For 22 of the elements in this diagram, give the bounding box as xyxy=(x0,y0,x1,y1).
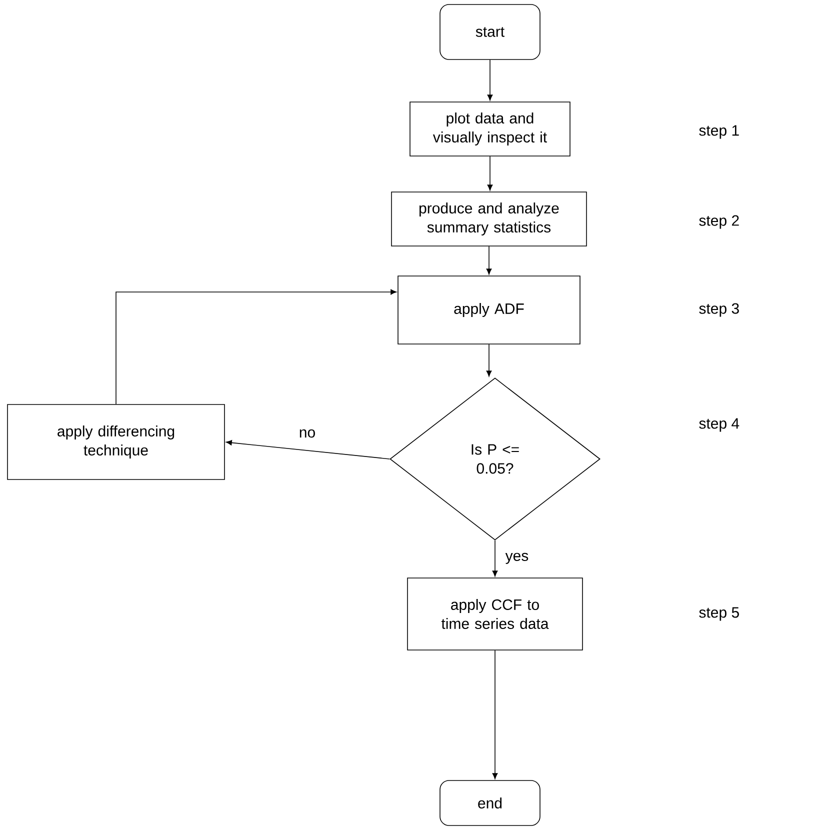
step-label: step 2 xyxy=(699,215,739,229)
process-box: produce and analyze summary statistics xyxy=(391,192,587,246)
arrow xyxy=(492,650,498,780)
step-label: step 3 xyxy=(699,303,739,317)
edge-label: yes xyxy=(505,552,528,564)
process-box: plot data and visually inspect it xyxy=(410,102,570,156)
step-label: step 5 xyxy=(699,607,739,621)
step-label: step 4 xyxy=(699,418,740,432)
arrow xyxy=(116,289,397,404)
arrow xyxy=(226,440,390,460)
arrow xyxy=(487,60,493,101)
terminal-box: end xyxy=(440,780,540,826)
process-box: apply ADF xyxy=(398,276,580,344)
arrow xyxy=(486,246,492,275)
edge-label: no xyxy=(300,429,315,438)
arrow xyxy=(492,540,498,577)
process-box: apply differencing technique xyxy=(7,404,225,480)
arrow xyxy=(487,156,493,191)
process-box: apply CCF to time series data xyxy=(407,578,583,650)
terminal-box: start xyxy=(440,4,540,60)
step-label: step 1 xyxy=(699,125,739,139)
arrow xyxy=(486,344,492,377)
